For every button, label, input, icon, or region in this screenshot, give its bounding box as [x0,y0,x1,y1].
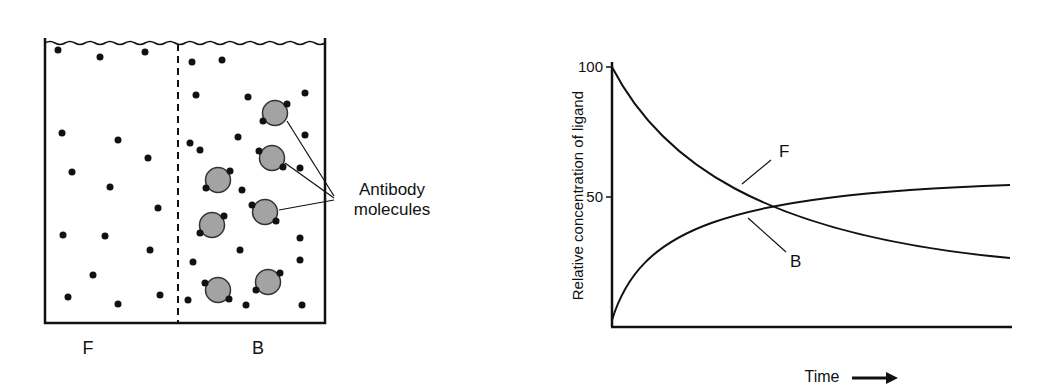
ligand-dot [302,132,309,139]
ligand-dot [243,302,250,309]
leader-lines [279,121,334,210]
bound-ligand [221,213,228,220]
ligand-dot [59,130,66,137]
curve-label: F [779,142,789,162]
curve-label: B [790,252,801,272]
ligand-dots [55,47,309,309]
ligand-dot [297,165,304,172]
ligand-dot [55,47,62,54]
time-arrow [852,377,888,380]
bound-ligand [197,230,204,237]
ligand-dot [185,297,192,304]
water-surface [45,42,325,45]
ligand-dot [187,140,194,147]
container-wall [45,38,325,323]
compartment-label: B [252,338,264,359]
time-arrowhead [886,372,898,384]
ligand-dot [299,302,306,309]
bound-ligand [253,287,260,294]
antibody-molecules [197,101,291,303]
ligand-dot [219,57,226,64]
axis-title: Relative concentration of ligand [569,91,586,300]
tick-label: 50 [586,188,603,205]
bound-ligand [284,101,291,108]
graph-axes [606,62,1012,327]
ligand-dot [115,137,122,144]
ligand-dot [302,90,309,97]
axis-title: Time [805,368,840,386]
ligand-dot [189,59,196,66]
ligand-dot [297,235,304,242]
ligand-dot [245,94,252,101]
ligand-dot [90,272,97,279]
dialysis-membrane [177,44,179,322]
ligand-dot [237,247,244,254]
bound-ligand [280,164,287,171]
bound-ligand [202,280,209,287]
ligand-dot [297,257,304,264]
bound-ligand-curve [612,185,1010,320]
curve-leader [742,160,771,184]
ligand-dot [235,134,242,141]
bound-ligand [203,185,210,192]
free-ligand-curve [612,67,1010,258]
ligand-dot [115,301,122,308]
tick-label: 100 [578,58,603,75]
ligand-dot [193,92,200,99]
bound-ligand [277,270,284,277]
bound-ligand [273,218,280,225]
ligand-dot [239,187,246,194]
ligand-dot [69,169,76,176]
ligand-dot [60,232,67,239]
ligand-dot [145,155,152,162]
bound-ligand [256,148,263,155]
bound-ligand [226,296,233,303]
ligand-dot [190,259,197,266]
callout-label: Antibody molecules [342,180,442,219]
ligand-dot [107,184,114,191]
bound-ligand [249,202,256,209]
ligand-dot [157,292,164,299]
ligand-dot [142,49,149,56]
ligand-dot [97,54,104,61]
ligand-dot [155,205,162,212]
compartment-label: F [83,338,94,359]
ligand-dot [197,147,204,154]
ligand-dot [147,247,154,254]
ligand-dot [102,233,109,240]
bound-ligand [260,118,267,125]
bound-ligand [227,168,234,175]
ligand-dot [65,294,72,301]
curve-leader [748,218,786,252]
